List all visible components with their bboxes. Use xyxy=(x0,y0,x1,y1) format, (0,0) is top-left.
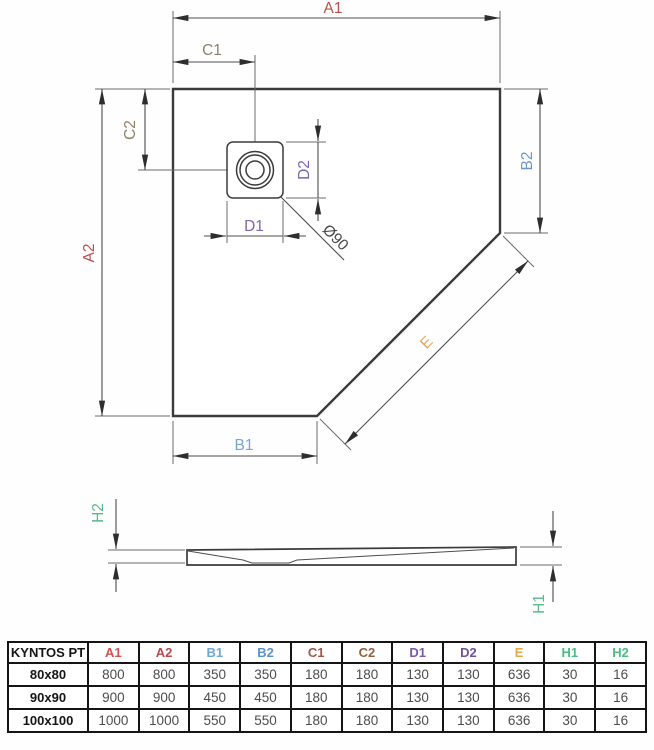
value-cell: 636 xyxy=(492,685,546,710)
value-cell: 900 xyxy=(87,685,140,710)
value-cell: 800 xyxy=(87,662,140,687)
model-cell: 80x80 xyxy=(7,662,89,687)
table-header-row: KYNTOS PT A1 A2 B1 B2 C1 C2 D1 D2 E H1 H… xyxy=(7,641,647,664)
header-cell-d2: D2 xyxy=(442,641,495,664)
value-cell: 800 xyxy=(137,662,191,687)
value-cell: 180 xyxy=(340,662,394,687)
value-cell: 550 xyxy=(239,708,292,733)
value-cell: 1000 xyxy=(137,708,191,733)
header-cell-e: E xyxy=(492,641,546,664)
side-view: H2 H1 xyxy=(90,499,562,614)
drain-ring-inner xyxy=(245,160,265,180)
specs-table: KYNTOS PT A1 A2 B1 B2 C1 C2 D1 D2 E H1 H… xyxy=(7,641,647,733)
label-d2: D2 xyxy=(296,160,313,180)
value-cell: 16 xyxy=(594,662,647,687)
value-cell: 1000 xyxy=(87,708,140,733)
label-h2: H2 xyxy=(90,503,107,523)
value-cell: 130 xyxy=(391,685,445,710)
value-cell: 130 xyxy=(391,708,445,733)
value-cell: 180 xyxy=(289,662,343,687)
header-cell-d1: D1 xyxy=(391,641,445,664)
label-c2: C2 xyxy=(122,120,139,140)
label-d1: D1 xyxy=(244,218,264,235)
dim-e xyxy=(344,260,529,445)
value-cell: 180 xyxy=(340,685,394,710)
value-cell: 16 xyxy=(594,685,647,710)
extension-lines xyxy=(95,11,548,464)
value-cell: 30 xyxy=(543,708,597,733)
label-h1: H1 xyxy=(531,594,548,614)
header-cell-b1: B1 xyxy=(188,641,242,664)
value-cell: 30 xyxy=(543,685,597,710)
label-a1: A1 xyxy=(324,0,343,17)
value-cell: 180 xyxy=(340,708,394,733)
header-cell-a1: A1 xyxy=(87,641,140,664)
value-cell: 450 xyxy=(188,685,242,710)
value-cell: 130 xyxy=(442,685,495,710)
header-cell-h1: H1 xyxy=(543,641,597,664)
header-cell-b2: B2 xyxy=(239,641,292,664)
tray-side-slope xyxy=(187,547,515,564)
value-cell: 900 xyxy=(137,685,191,710)
value-cell: 550 xyxy=(188,708,242,733)
top-view: A1 C1 A2 C2 B2 B1 D1 D2 E Ø90 xyxy=(81,0,548,464)
label-a2: A2 xyxy=(81,244,98,263)
label-b1: B1 xyxy=(235,437,254,454)
value-cell: 350 xyxy=(188,662,242,687)
value-cell: 450 xyxy=(239,685,292,710)
value-cell: 636 xyxy=(492,662,546,687)
table-row-90x90: 90x90 900 900 450 450 180 180 130 130 63… xyxy=(7,685,647,710)
label-b2: B2 xyxy=(519,152,536,171)
value-cell: 350 xyxy=(239,662,292,687)
value-cell: 130 xyxy=(391,662,445,687)
table-row-80x80: 80x80 800 800 350 350 180 180 130 130 63… xyxy=(7,662,647,687)
model-cell: 90x90 xyxy=(7,685,89,710)
value-cell: 16 xyxy=(594,708,647,733)
drain xyxy=(226,141,284,199)
model-cell: 100x100 xyxy=(7,708,89,733)
value-cell: 180 xyxy=(289,685,343,710)
label-e: E xyxy=(417,333,436,352)
value-cell: 636 xyxy=(492,708,546,733)
table-row-100x100: 100x100 1000 1000 550 550 180 180 130 13… xyxy=(7,708,647,733)
header-cell-c1: C1 xyxy=(289,641,343,664)
value-cell: 130 xyxy=(442,662,495,687)
header-cell-model: KYNTOS PT xyxy=(7,641,89,664)
header-cell-c2: C2 xyxy=(340,641,394,664)
label-c1: C1 xyxy=(202,42,222,59)
tray-side-outline xyxy=(186,546,517,566)
value-cell: 30 xyxy=(543,662,597,687)
header-cell-a2: A2 xyxy=(137,641,191,664)
value-cell: 180 xyxy=(289,708,343,733)
value-cell: 130 xyxy=(442,708,495,733)
header-cell-h2: H2 xyxy=(594,641,647,664)
technical-drawing: A1 C1 A2 C2 B2 B1 D1 D2 E Ø90 xyxy=(81,0,562,614)
